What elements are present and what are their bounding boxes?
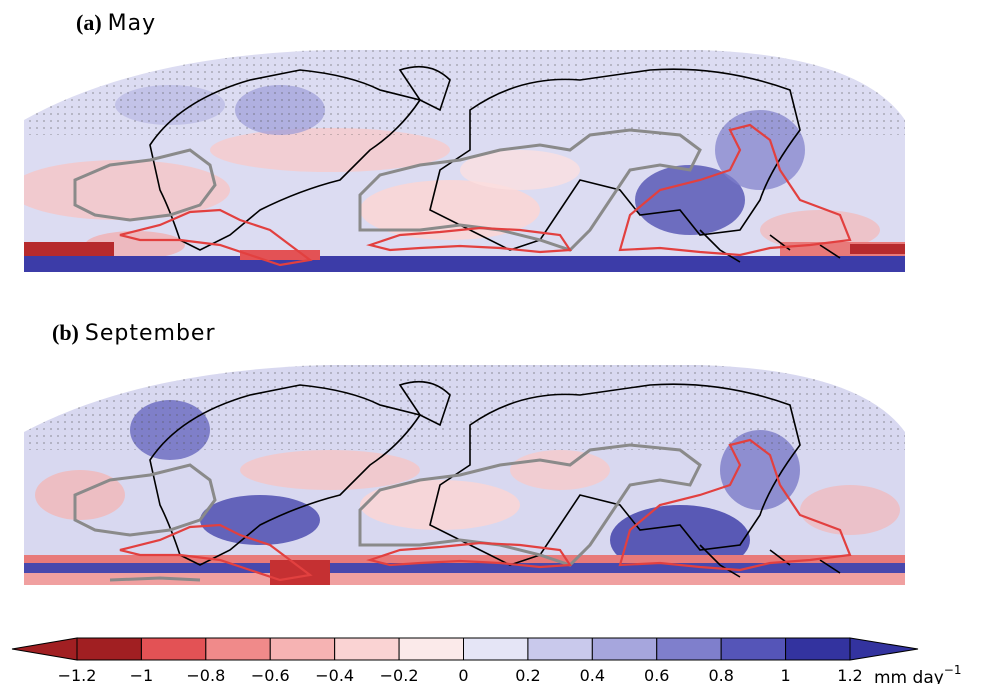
colorbar-tick-label: −0.8	[186, 666, 225, 684]
significance-stipple	[24, 365, 905, 450]
anomaly-field	[24, 400, 905, 585]
colorbar-tick-label: 0	[458, 666, 468, 684]
gray-regions	[73, 443, 702, 582]
colorbar-swatch	[76, 637, 142, 661]
map-panel-b	[24, 365, 905, 585]
colorbar-swatch	[334, 637, 400, 661]
colorbar-unit-label: mm day−1	[874, 663, 962, 684]
colorbar-extend-low	[11, 637, 78, 661]
colorbar-tick-label: 0.8	[708, 666, 733, 684]
colorbar-swatch	[656, 637, 722, 661]
significance-stipple	[24, 50, 905, 135]
panel-b-month: September	[84, 321, 216, 346]
colorbar: −1.2 −1 −0.8 −0.6 −0.4 −0.2 0 0.2 0.4 0.6 0.8 1 1.2 m…	[11, 637, 962, 684]
colorbar-tick-label: −0.6	[251, 666, 290, 684]
panel-b-title: (b)September	[52, 320, 216, 346]
red-regions	[119, 438, 852, 582]
colorbar-tick-label: 0.2	[515, 666, 540, 684]
colorbar-swatch	[269, 637, 336, 661]
colorbar-tick-label: 1	[780, 666, 790, 684]
panel-a-month: May	[107, 11, 157, 36]
colorbar-swatch	[720, 637, 787, 661]
colorbar-tick-label: −1.2	[58, 666, 97, 684]
red-regions	[119, 123, 852, 267]
colorbar-tick-label: 1.2	[837, 666, 862, 684]
colorbar-swatch	[463, 637, 529, 661]
colorbar-tick-label: −0.4	[315, 666, 354, 684]
colorbar-swatch	[527, 637, 593, 661]
panel-a-letter: (a)	[76, 10, 102, 35]
panel-a-title: (a)May	[76, 10, 156, 36]
gray-regions	[73, 128, 702, 252]
colorbar-tick-label: −1	[130, 666, 154, 684]
colorbar-swatch	[591, 637, 658, 661]
map-panel-a	[24, 50, 905, 272]
colorbar-extend-high	[849, 637, 919, 661]
panel-b-letter: (b)	[52, 320, 79, 345]
colorbar-swatch	[398, 637, 465, 661]
colorbar-tick-label: 0.4	[580, 666, 605, 684]
colorbar-tick-label: 0.6	[644, 666, 669, 684]
colorbar-tick-label: −0.2	[380, 666, 419, 684]
colorbar-swatch	[205, 637, 271, 661]
colorbar-swatch	[785, 637, 851, 661]
colorbar-swatch	[140, 637, 207, 661]
